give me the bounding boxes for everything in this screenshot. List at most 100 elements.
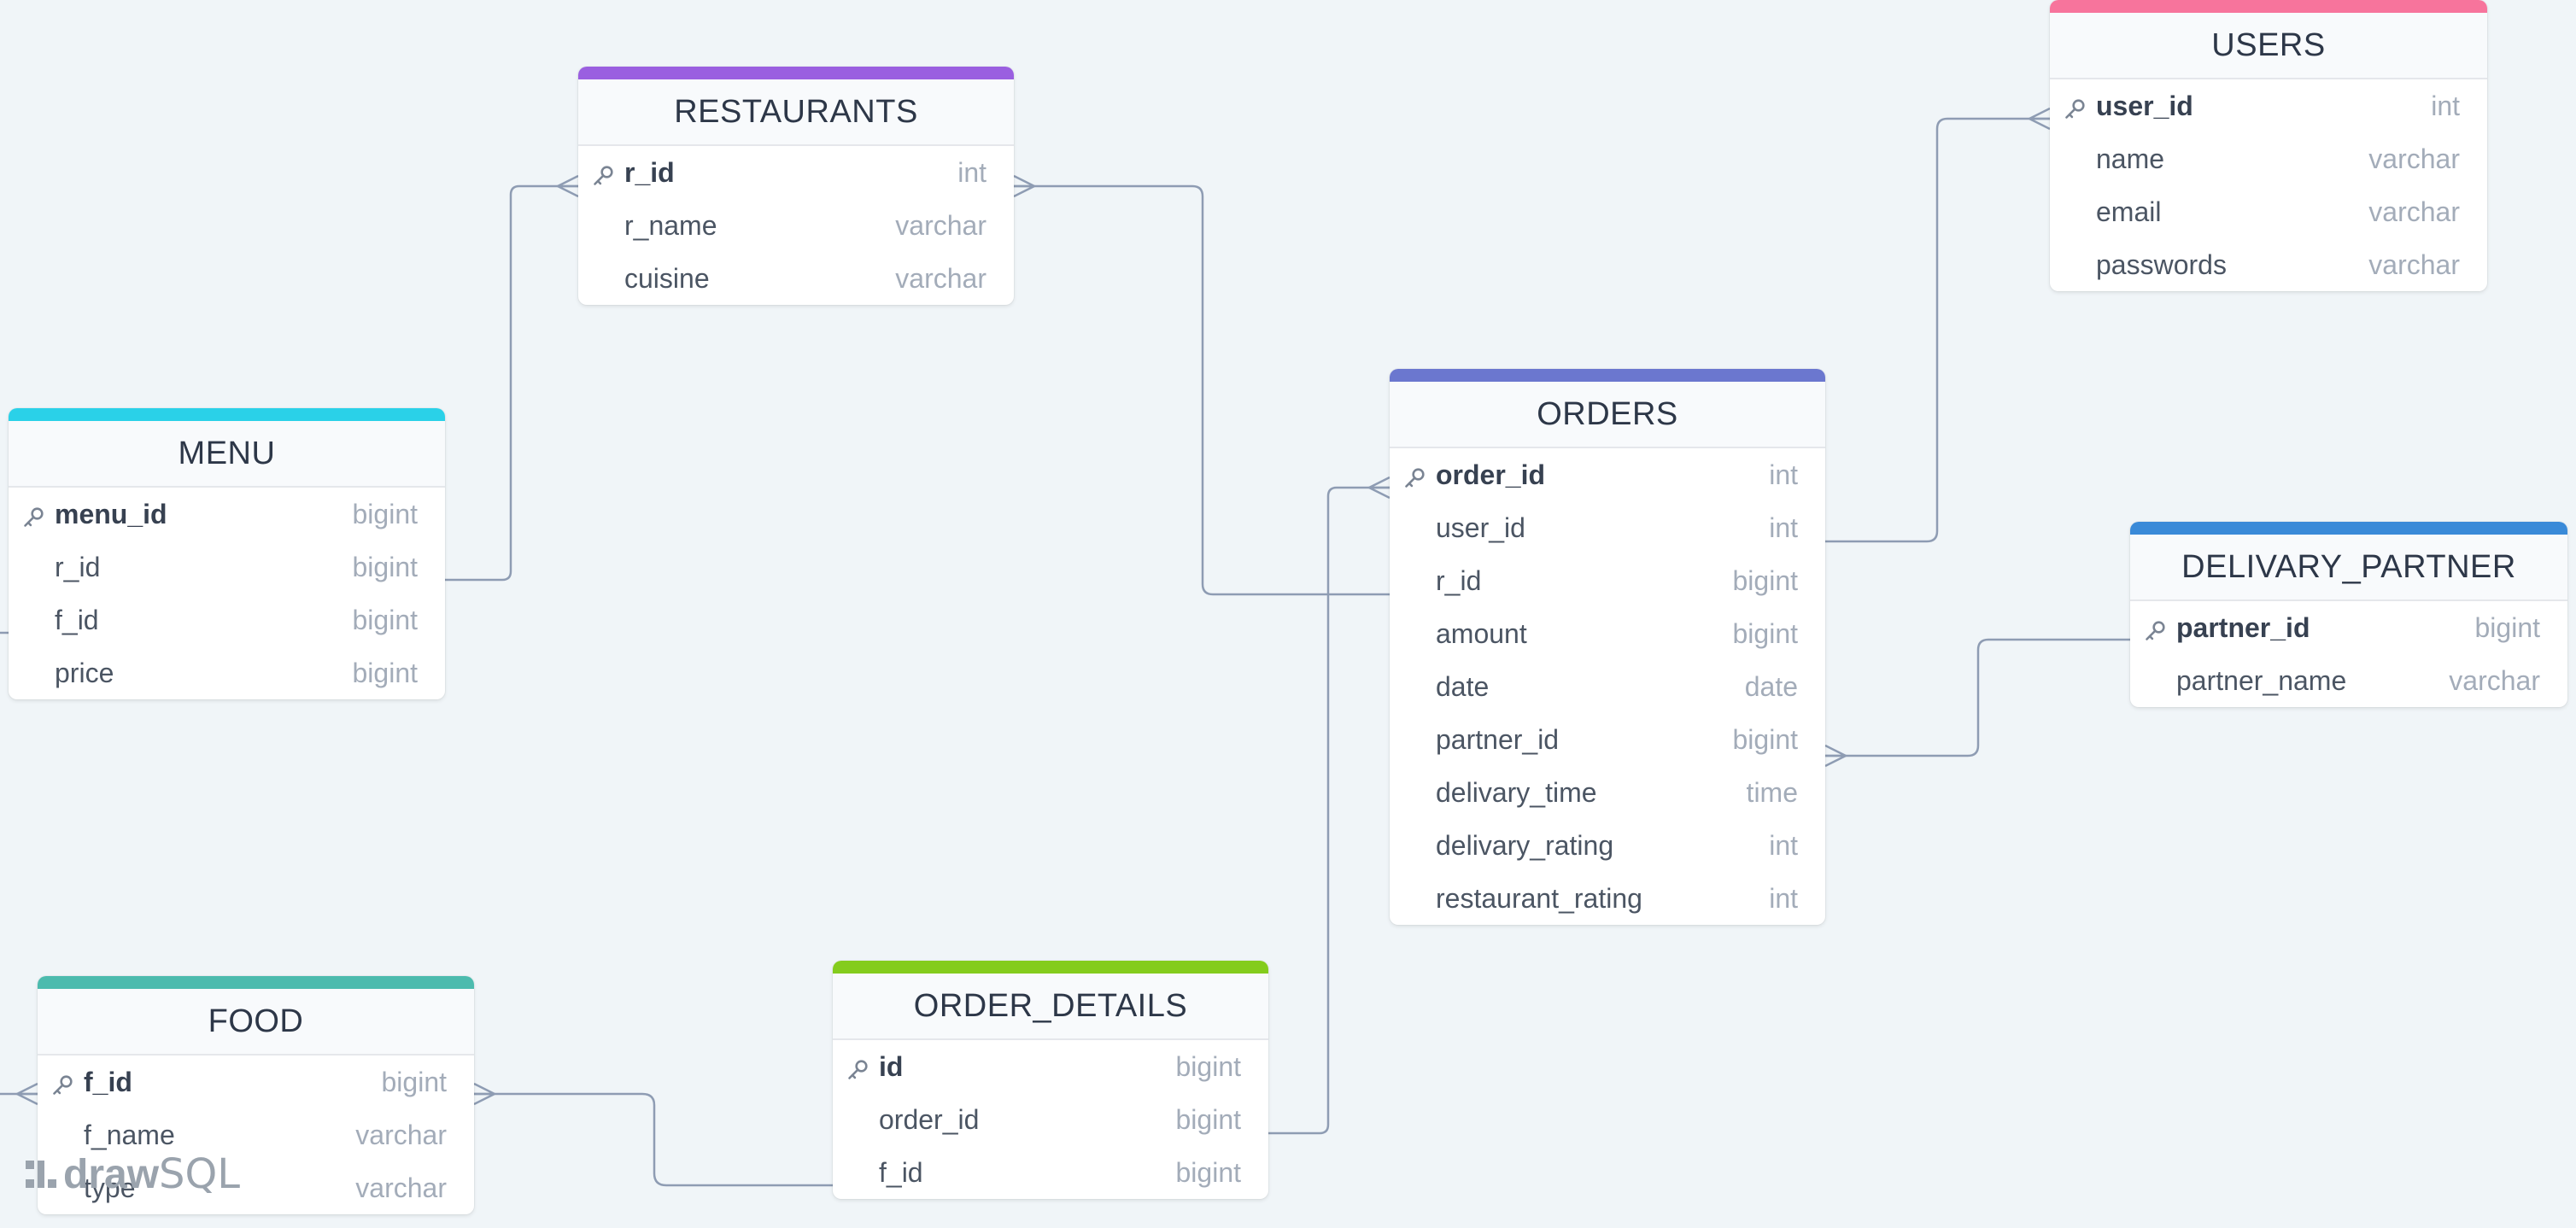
table-title: DELIVARY_PARTNER [2181, 548, 2516, 585]
crows-foot-icon [2027, 107, 2051, 131]
table-title: FOOD [208, 1003, 304, 1039]
table-header[interactable]: ORDER_DETAILS [833, 974, 1268, 1040]
primary-key-icon [22, 504, 46, 528]
column-name: id [879, 1050, 904, 1082]
connector-partner-orders[interactable] [1825, 638, 2130, 757]
column-type: bigint [1175, 1050, 1242, 1082]
column-type: varchar [895, 209, 986, 241]
primary-key-icon [2064, 96, 2087, 120]
column-row[interactable]: order_id int [1390, 448, 1825, 501]
crows-foot-icon [1013, 174, 1037, 198]
column-type: int [957, 156, 986, 188]
table-header[interactable]: RESTAURANTS [578, 79, 1014, 146]
table-header[interactable]: ORDERS [1390, 382, 1825, 448]
column-name: delivary_time [1436, 776, 1597, 808]
table-header[interactable]: FOOD [38, 989, 474, 1055]
column-row[interactable]: partner_id bigint [1390, 713, 1825, 766]
column-type: bigint [352, 498, 419, 529]
column-name: partner_id [1436, 723, 1560, 755]
column-name: amount [1436, 617, 1527, 649]
column-row[interactable]: r_id bigint [9, 541, 445, 594]
column-name: r_id [55, 551, 101, 582]
column-row[interactable]: menu_id bigint [9, 488, 445, 541]
column-name: email [2096, 196, 2162, 227]
column-name: menu_id [55, 498, 167, 529]
column-type: time [1746, 776, 1798, 808]
primary-key-icon [846, 1056, 870, 1080]
crows-foot-icon [473, 1082, 497, 1106]
table-color-bar [38, 976, 474, 989]
column-name: restaurant_rating [1436, 882, 1642, 914]
column-name: user_id [1436, 512, 1525, 543]
column-type: varchar [2368, 143, 2460, 174]
column-type: bigint [1175, 1156, 1242, 1188]
column-name: partner_name [2176, 664, 2347, 696]
column-type: int [1769, 882, 1798, 914]
connector-menu-restaurants[interactable] [445, 184, 578, 582]
table-title: MENU [178, 435, 276, 471]
column-type: bigint [1732, 723, 1799, 755]
column-name: name [2096, 143, 2165, 174]
column-type: int [1769, 829, 1798, 861]
table-title: USERS [2211, 26, 2326, 63]
column-row[interactable]: f_id bigint [38, 1055, 474, 1108]
primary-key-icon [1403, 465, 1427, 488]
column-name: r_id [624, 156, 675, 188]
column-row[interactable]: id bigint [833, 1040, 1268, 1093]
column-row[interactable]: name varchar [2050, 132, 2487, 185]
connector-orderdetails-food[interactable] [474, 1092, 833, 1187]
column-name: order_id [1436, 459, 1546, 490]
primary-key-icon [2144, 617, 2168, 641]
column-type: varchar [895, 262, 986, 294]
column-type: date [1744, 670, 1798, 702]
table-color-bar [833, 961, 1268, 974]
column-type: bigint [352, 604, 419, 635]
column-row[interactable]: r_id int [578, 146, 1014, 199]
column-type: int [1769, 459, 1798, 490]
column-type: bigint [352, 551, 419, 582]
connector-orders-restaurants[interactable] [1014, 184, 1390, 596]
column-row[interactable]: restaurant_rating int [1390, 872, 1825, 925]
column-type: bigint [352, 657, 419, 688]
table-title: ORDERS [1537, 395, 1678, 432]
column-name: partner_id [2176, 611, 2310, 643]
column-name: f_id [84, 1066, 132, 1097]
connector-orders-users[interactable] [1825, 117, 2050, 543]
column-type: bigint [381, 1066, 448, 1097]
column-type: int [2431, 90, 2460, 121]
table-color-bar [2130, 522, 2567, 535]
table-header[interactable]: MENU [9, 421, 445, 488]
table-header[interactable]: DELIVARY_PARTNER [2130, 535, 2567, 601]
table-header[interactable]: USERS [2050, 13, 2487, 79]
column-row[interactable]: delivary_time time [1390, 766, 1825, 819]
logo-text-sql: SQL [159, 1150, 241, 1198]
connector-orderdetails-orders[interactable] [1268, 486, 1390, 1135]
